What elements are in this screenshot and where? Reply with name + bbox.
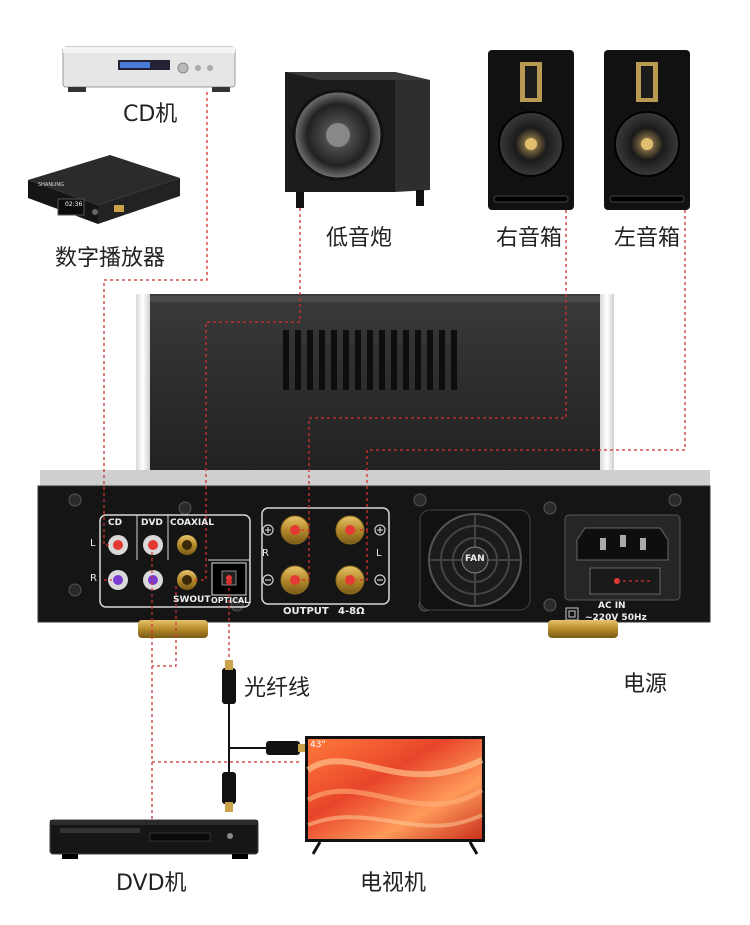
power-label: 电源 <box>623 672 668 697</box>
output-group <box>261 507 390 605</box>
right-speaker-label: 右音箱 <box>496 226 563 251</box>
player-brand-text: SHANLING <box>38 182 64 188</box>
cd-player-image <box>62 46 236 92</box>
tv-corner-text: 43" <box>310 740 326 750</box>
digital-player-label: 数字播放器 <box>55 246 166 271</box>
cooling-fan <box>419 509 531 611</box>
ac-inlet <box>564 514 681 621</box>
binding-post-l-plus <box>335 515 365 545</box>
rca-cd-right-jack <box>108 570 128 590</box>
optical-cable-label: 光纤线 <box>244 676 311 701</box>
panel-optical-label: OPTICAL <box>211 596 250 605</box>
rca-dvd-right-jack <box>143 570 163 590</box>
optical-plug-top <box>222 660 236 704</box>
panel-left-label: L <box>90 538 96 549</box>
optical-port-dot <box>226 579 232 585</box>
polarity-marks <box>262 524 386 586</box>
binding-post-r-plus <box>280 515 310 545</box>
tv-label: 电视机 <box>360 871 427 896</box>
dvd-player-label: DVD机 <box>116 871 187 896</box>
digital-player-image <box>28 155 180 224</box>
panel-cd-label: CD <box>108 518 123 528</box>
amplifier-feet <box>138 620 618 638</box>
output-left-label: L <box>376 548 382 559</box>
left-speaker-label: 左音箱 <box>614 226 681 251</box>
cover-vents <box>283 330 457 390</box>
cd-player-label: CD机 <box>123 102 178 127</box>
panel-output-label: OUTPUT <box>283 606 329 617</box>
subwoofer-label: 低音炮 <box>326 226 393 251</box>
panel-impedance-label: 4-8Ω <box>338 606 365 617</box>
optical-plug-dvd <box>222 772 236 812</box>
input-group <box>99 514 251 608</box>
rca-coaxial-jack <box>177 535 197 555</box>
left-speaker-image <box>604 50 690 210</box>
optical-plug-tv <box>266 741 308 755</box>
optical-cable-line <box>228 704 266 772</box>
rca-dvd-left-jack <box>143 535 163 555</box>
subwoofer-image <box>285 72 430 208</box>
amplifier-cover <box>40 294 710 488</box>
dvd-player-image <box>49 819 259 859</box>
right-speaker-image <box>488 50 574 210</box>
output-right-label: R <box>262 548 269 559</box>
panel-dvd-label: DVD <box>141 518 163 528</box>
panel-right-label: R <box>90 573 97 584</box>
rca-swout-jack <box>177 570 197 590</box>
player-screen-text: 02:36 <box>65 201 83 208</box>
tv-image <box>305 736 485 855</box>
ac-in-label: AC IN <box>598 601 626 611</box>
panel-swout-label: SWOUT <box>173 595 211 605</box>
connection-wires <box>103 92 686 820</box>
fan-label: FAN <box>465 554 485 564</box>
rca-cd-left-jack <box>108 535 128 555</box>
binding-post-l-minus <box>335 565 365 595</box>
panel-coaxial-label: COAXIAL <box>170 518 214 528</box>
voltage-label: ~220V 50Hz <box>585 613 647 623</box>
